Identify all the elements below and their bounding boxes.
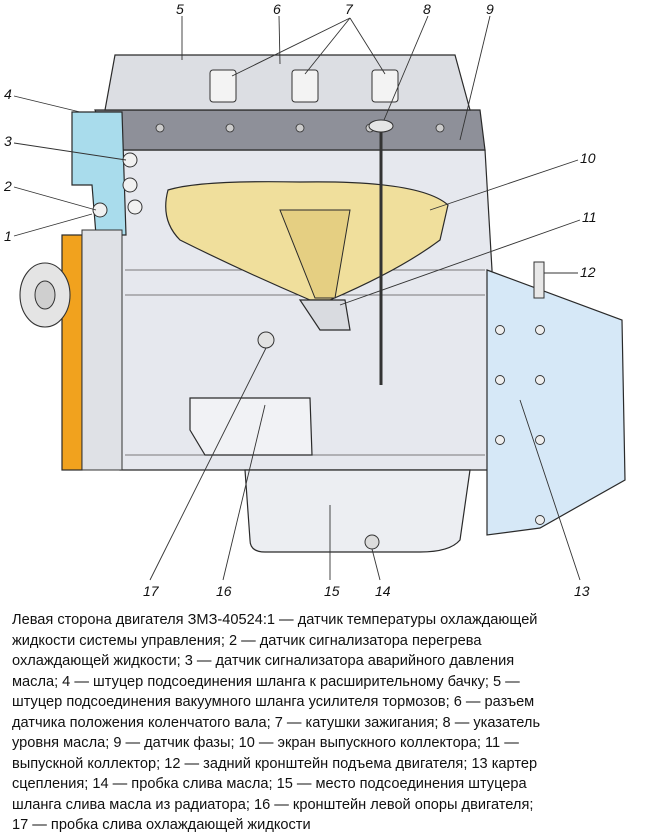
clutch-housing-bolts	[495, 325, 545, 525]
shield-inner-fold	[279, 209, 351, 299]
caption-line: жидкости системы управления; 2 — датчик …	[12, 632, 482, 649]
engine-mount-bracket	[189, 397, 313, 456]
ignition-coils	[209, 69, 399, 103]
callout-6: 6	[273, 1, 281, 17]
caption-line: масла; 4 — штуцер подсоединения шланга к…	[12, 673, 520, 690]
caption-line: штуцер подсоединения вакуумного шланга у…	[12, 694, 535, 710]
crankshaft-pulley	[61, 234, 83, 471]
callout-8: 8	[423, 1, 431, 17]
caption-line: сцепления; 14 — пробка слива масла; 15 —…	[12, 776, 527, 792]
caption-line: Левая сторона двигателя ЗМЗ-40524:1 — да…	[12, 612, 538, 628]
oil-pan	[244, 469, 471, 553]
callout-13: 13	[574, 583, 590, 599]
callout-1: 1	[4, 228, 12, 244]
callout-12: 12	[580, 264, 596, 280]
caption-line: выпускной коллектор; 12 — задний кронште…	[12, 755, 538, 772]
caption-line: датчика положения коленчатого вала; 7 — …	[12, 714, 541, 731]
callout-3: 3	[4, 133, 12, 149]
caption-line: шланга слива масла из радиатора; 16 — кр…	[12, 796, 534, 813]
callout-2: 2	[3, 178, 12, 194]
callout-10: 10	[580, 150, 596, 166]
figure-caption: Левая сторона двигателя ЗМЗ-40524:1 — да…	[12, 610, 648, 836]
callout-9: 9	[486, 1, 494, 17]
callout-7: 7	[345, 1, 354, 17]
callout-15: 15	[324, 583, 340, 599]
sensor-group	[92, 152, 143, 218]
callout-labels: 1 2 3 4 5 6 7 8 9 10 11 12 13 14 15 16 1…	[3, 1, 597, 599]
callout-5: 5	[176, 1, 184, 17]
callout-11: 11	[582, 209, 597, 225]
valve-cover-bolts	[155, 123, 445, 133]
exhaust-manifold	[298, 299, 351, 331]
caption-line: уровня масла; 9 — датчик фазы; 10 — экра…	[12, 735, 519, 751]
caption-line: охлаждающей жидкости; 3 — датчик сигнали…	[12, 653, 515, 669]
clutch-housing	[486, 269, 626, 536]
callout-14: 14	[375, 583, 391, 599]
timing-cover	[81, 229, 123, 471]
callout-17: 17	[143, 583, 160, 599]
callout-4: 4	[4, 86, 12, 102]
oil-drain-plug	[364, 534, 380, 550]
leader-lines	[13, 15, 581, 581]
oil-dipstick	[368, 119, 394, 385]
callout-16: 16	[216, 583, 232, 599]
engine-diagram: 1 2 3 4 5 6 7 8 9 10 11 12 13 14 15 16 1…	[3, 1, 626, 599]
cylinder-head-top	[104, 54, 471, 111]
pulley-disc	[19, 262, 71, 328]
valve-cover	[94, 109, 486, 151]
caption-line: 17 — пробка слива охлаждающей жидкости	[12, 817, 311, 833]
rear-lifting-bracket	[533, 261, 545, 299]
coolant-drain-plug	[257, 331, 275, 349]
